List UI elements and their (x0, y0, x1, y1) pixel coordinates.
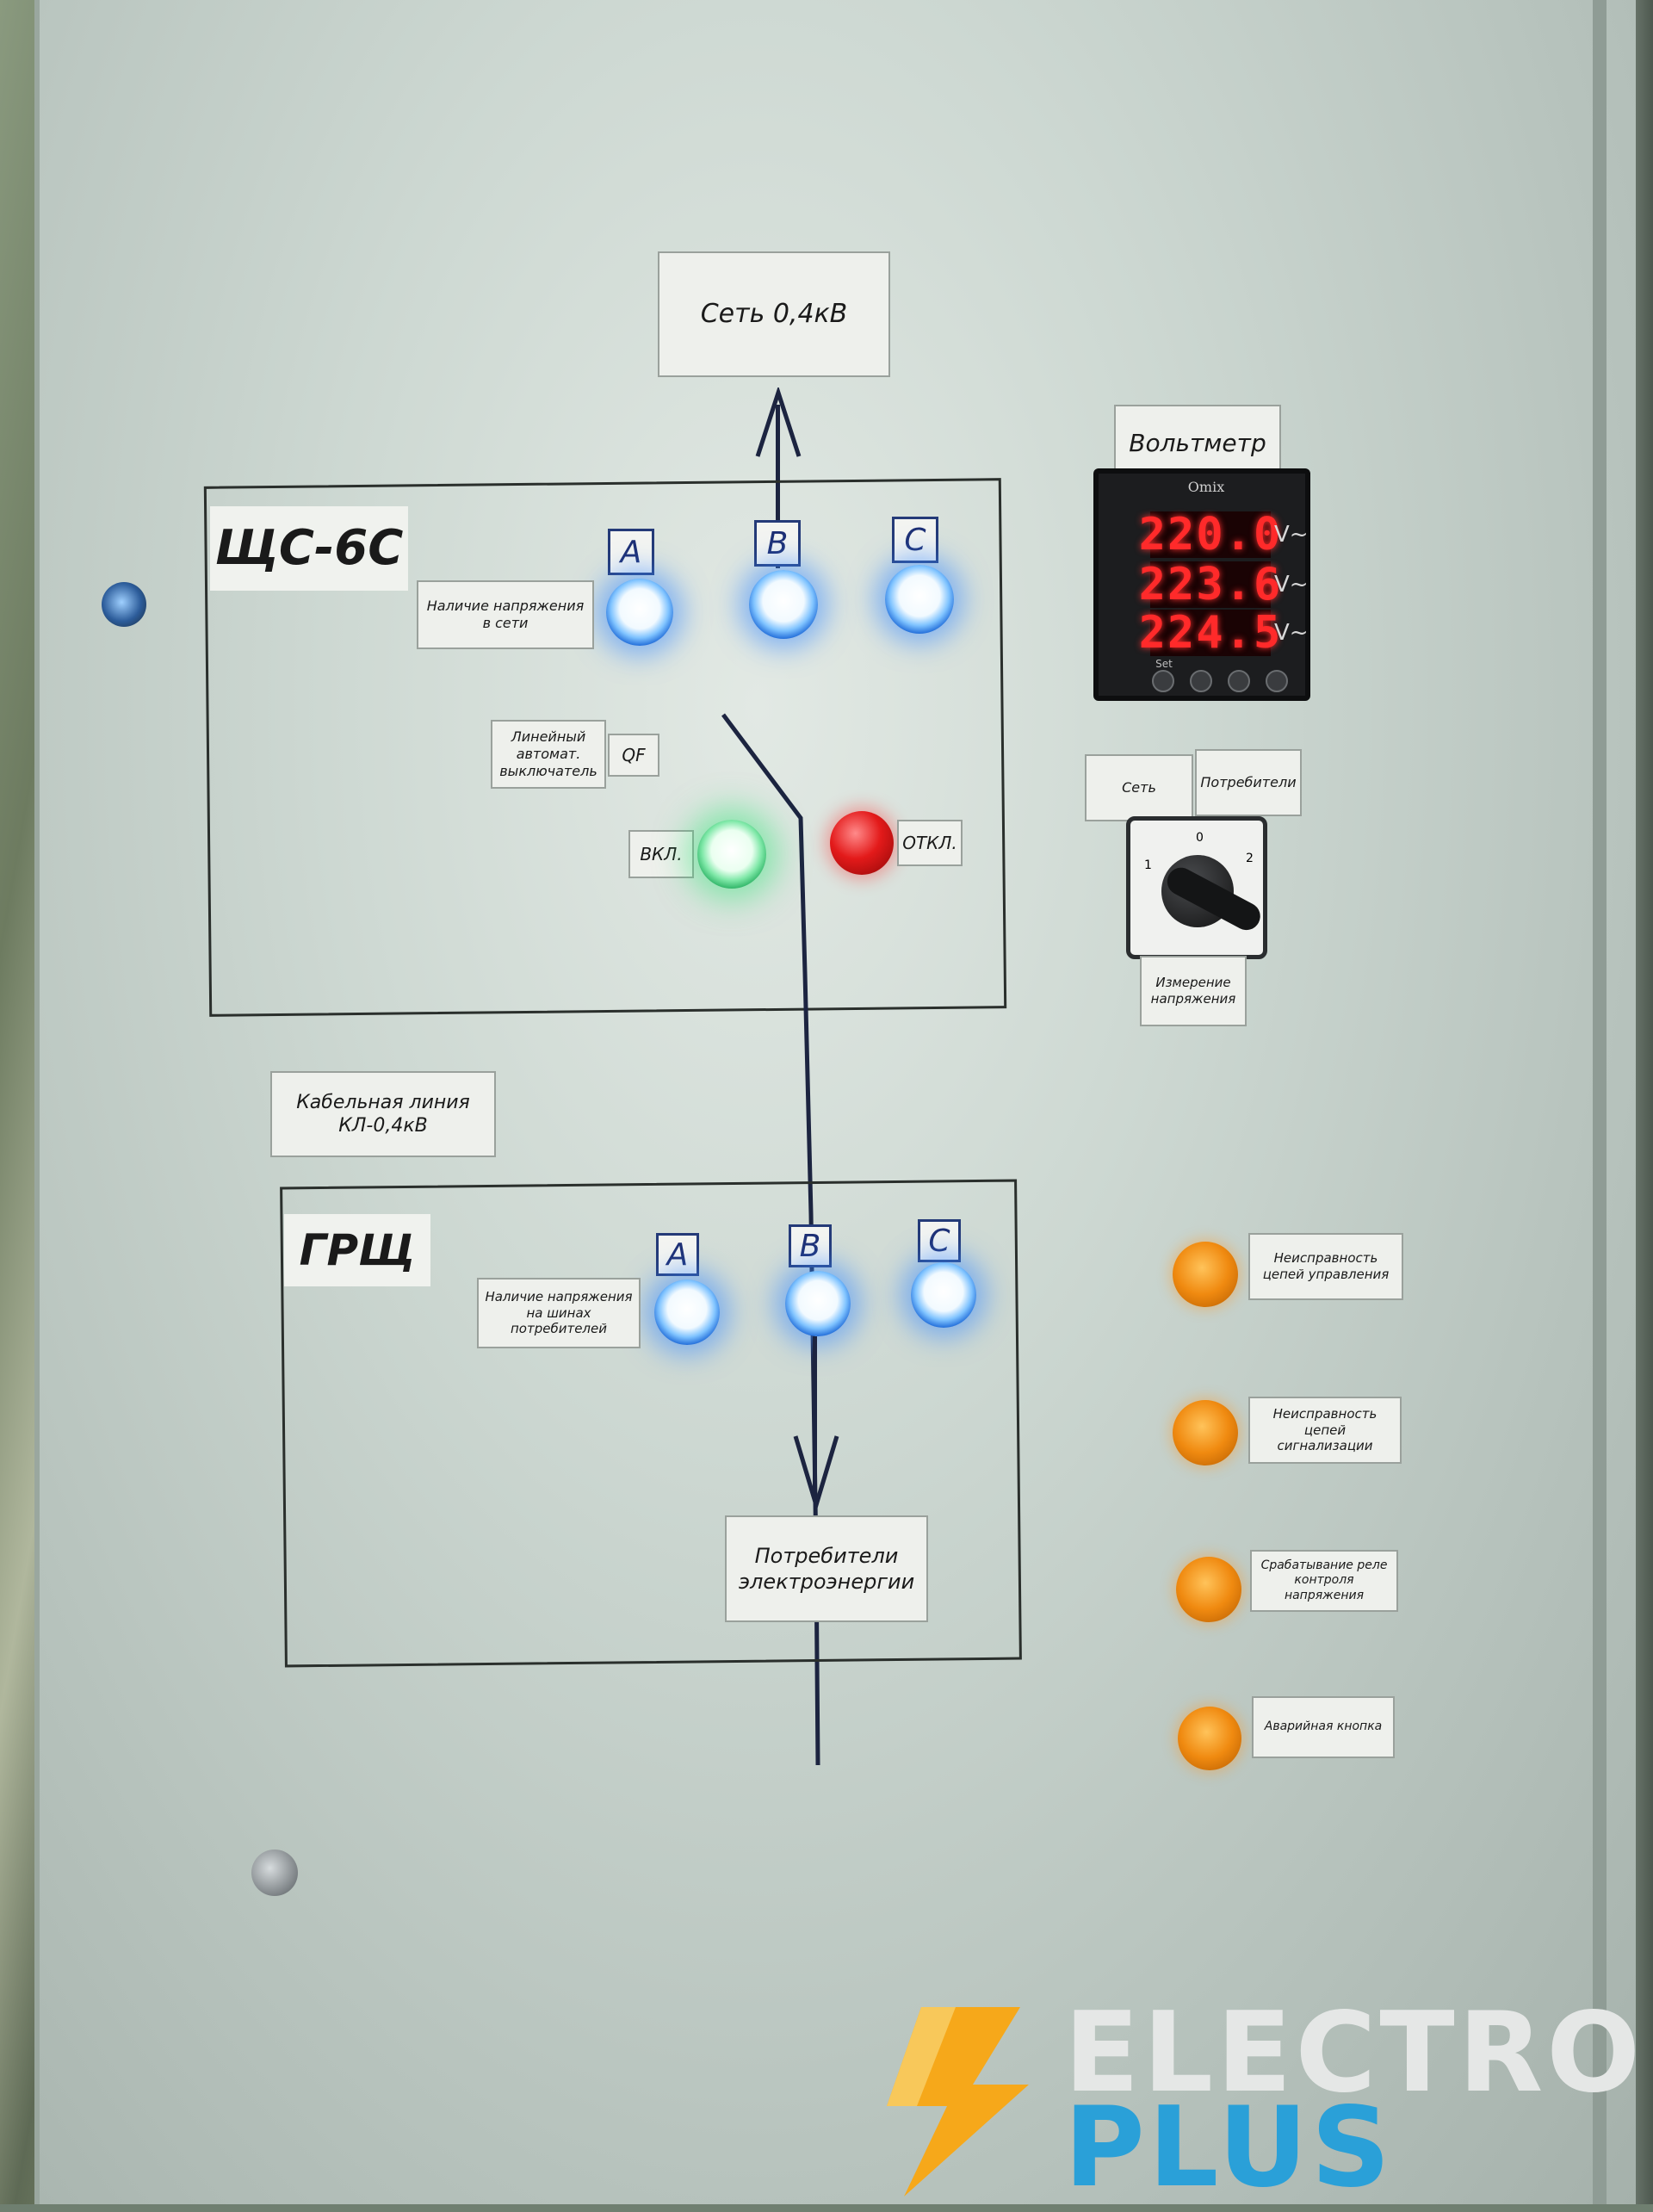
voltmeter-down-button[interactable] (1228, 670, 1250, 692)
breaker-code: QF (608, 734, 659, 777)
emergency-button-label: Аварийная кнопка (1252, 1696, 1395, 1758)
voltmeter-brand: Omix (1187, 479, 1225, 495)
switch-pos-1: 1 (1144, 858, 1152, 872)
alarm-signaling-lamp (1173, 1400, 1238, 1465)
voltmeter-reading-2: 223.6 (1138, 559, 1283, 610)
shs-phase-b-label: B (754, 520, 801, 567)
grsh-phase-b-label: B (789, 1224, 832, 1267)
grsh-phase-b-lamp (785, 1271, 851, 1336)
switch-pos-0: 0 (1196, 831, 1204, 845)
shs-phase-c-label: C (892, 517, 938, 563)
grsh-phase-a-lamp (654, 1279, 720, 1345)
arrow-down-icon (793, 1435, 839, 1512)
arrow-up-icon (755, 387, 802, 457)
voltmeter-reading-3: 224.5 (1138, 607, 1283, 659)
consumers-label: Потребители электроэнергии (725, 1515, 928, 1622)
switch-caption: Измерение напряжения (1140, 956, 1247, 1026)
switch-right-label: Потребители (1195, 749, 1302, 816)
shs-voltage-label: Наличие напряжения в сети (417, 580, 594, 649)
door-lock-bottom[interactable] (251, 1850, 298, 1896)
voltmeter: Omix 220.0 V~ 223.6 V~ 224.5 V~ Set (1093, 468, 1310, 701)
off-lamp (830, 811, 894, 875)
logo-line1: ELECTRO (1064, 1989, 1644, 2117)
on-lamp (697, 820, 766, 889)
busbar-down-line (813, 1336, 817, 1500)
breaker-label: Линейный автомат. выключатель (491, 720, 606, 789)
alarm-control-label: Неисправность цепей управления (1248, 1233, 1403, 1300)
alarm-relay-lamp (1176, 1557, 1241, 1622)
shs-phase-c-lamp (885, 565, 954, 634)
cabinet-door-edge (1593, 0, 1607, 2204)
door-lock-top[interactable] (102, 582, 146, 627)
grsh-voltage-label: Наличие напряжения на шинах потребителей (477, 1278, 641, 1348)
switch-pos-2: 2 (1246, 852, 1254, 865)
voltmeter-label: Вольтметр (1114, 405, 1281, 480)
lightning-logo-icon (887, 2007, 1029, 2197)
grsh-phase-c-lamp (911, 1262, 976, 1328)
voltmeter-unit-2: V~ (1274, 572, 1309, 598)
alarm-signaling-label: Неисправность цепей сигнализации (1248, 1397, 1402, 1464)
cable-line-label: Кабельная линия КЛ-0,4кВ (270, 1071, 496, 1157)
voltmeter-set-label: Set (1155, 658, 1173, 670)
network-label: Сеть 0,4кВ (658, 251, 890, 377)
shs-phase-a-lamp (606, 579, 673, 646)
busbar-up-line (776, 405, 780, 568)
on-label: ВКЛ. (628, 830, 694, 878)
shs-phase-b-lamp (749, 570, 818, 639)
grsh-phase-c-label: C (918, 1219, 961, 1262)
voltmeter-unit-1: V~ (1274, 522, 1309, 548)
voltmeter-left-button[interactable] (1190, 670, 1212, 692)
grsh-title: ГРЩ (284, 1214, 430, 1286)
emergency-button-lamp[interactable] (1178, 1707, 1241, 1770)
alarm-control-lamp (1173, 1242, 1238, 1307)
selector-switch[interactable]: 1 0 2 (1126, 816, 1267, 959)
voltmeter-set-button[interactable] (1152, 670, 1174, 692)
logo-line2: PLUS (1064, 2084, 1394, 2212)
switch-left-label: Сеть (1085, 754, 1193, 821)
voltmeter-unit-3: V~ (1274, 620, 1309, 646)
alarm-relay-label: Срабатывание реле контроля напряжения (1250, 1550, 1398, 1612)
voltmeter-reading-1: 220.0 (1138, 509, 1283, 561)
off-label: ОТКЛ. (897, 820, 963, 866)
grsh-phase-a-label: A (656, 1233, 699, 1276)
shs-phase-a-label: A (608, 529, 654, 575)
shs-title: ЩС-6С (210, 506, 408, 591)
voltmeter-up-button[interactable] (1266, 670, 1288, 692)
